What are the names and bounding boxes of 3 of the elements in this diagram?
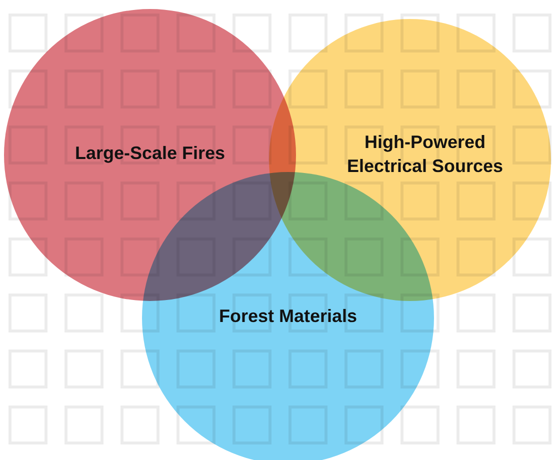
circle-label: Large-Scale Fires — [74, 142, 226, 165]
circle-label: High-Powered Electrical Sources — [346, 131, 504, 178]
circle-label: Forest Materials — [218, 305, 358, 328]
